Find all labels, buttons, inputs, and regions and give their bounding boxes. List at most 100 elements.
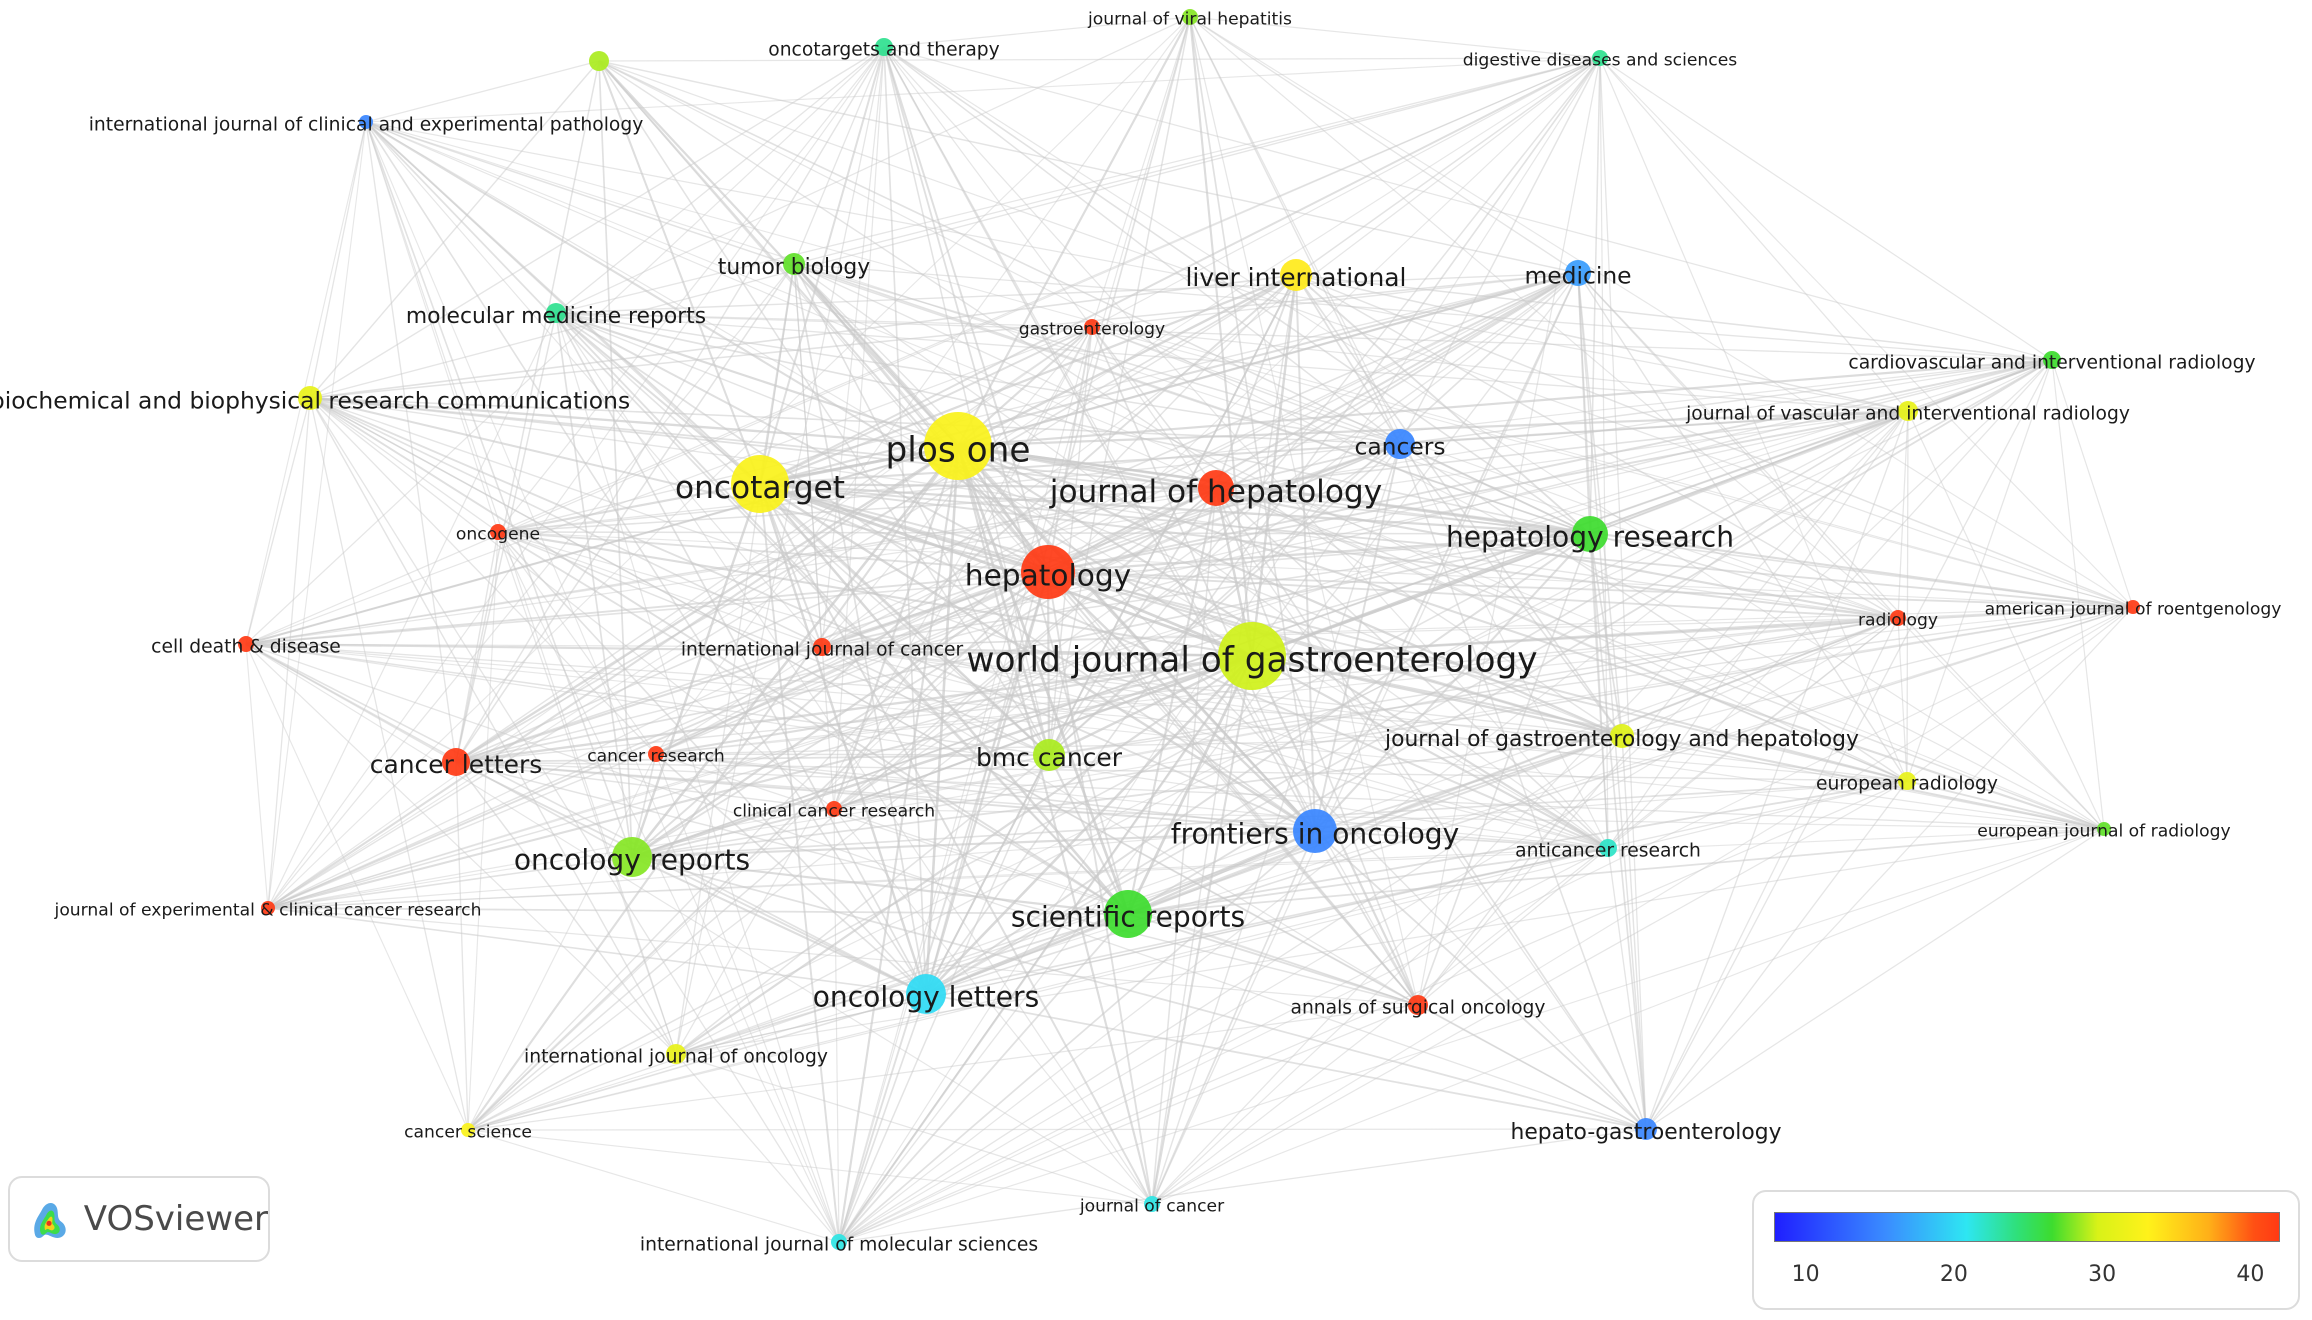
node-cell-death-and-disease[interactable] bbox=[238, 636, 254, 652]
label-hepato-gastroenterology[interactable]: hepato-gastroenterology bbox=[1511, 1120, 1782, 1145]
label-oncotarget[interactable]: oncotarget bbox=[675, 470, 845, 506]
node-anticancer-research[interactable] bbox=[1599, 839, 1617, 857]
label-world-journal-of-gastroenterology[interactable]: world journal of gastroenterology bbox=[966, 640, 1537, 680]
node-hepato-gastroenterology[interactable] bbox=[1635, 1118, 1657, 1140]
link-oncology-letters-cell-death-and-disease bbox=[245, 643, 927, 995]
node-world-journal-of-gastroenterology[interactable] bbox=[1218, 622, 1286, 690]
node-journal-of-cancer[interactable] bbox=[1144, 1196, 1160, 1212]
label-cancer-research[interactable]: cancer research bbox=[587, 747, 725, 767]
node-cancer-letters[interactable] bbox=[442, 748, 470, 776]
node-international-journal-of-molecular-sciences[interactable] bbox=[831, 1234, 847, 1250]
node-hepatology-research[interactable] bbox=[1572, 516, 1608, 552]
node-biochemical-and-biophysical-research-communications[interactable] bbox=[298, 386, 322, 410]
node-journal-of-experimental-and-clinical-cancer-research[interactable] bbox=[261, 901, 275, 915]
label-cardiovascular-and-interventional-radiology[interactable]: cardiovascular and interventional radiol… bbox=[1848, 352, 2255, 373]
link-cancer-science-hepato-gastroenterology bbox=[467, 1128, 1647, 1131]
label-european-radiology[interactable]: european radiology bbox=[1816, 773, 1998, 794]
label-cancer-letters[interactable]: cancer letters bbox=[370, 750, 543, 779]
node-cancer-research[interactable] bbox=[648, 746, 664, 762]
label-journal-of-hepatology[interactable]: journal of hepatology bbox=[1049, 474, 1382, 510]
node-cardiovascular-and-interventional-radiology[interactable] bbox=[2043, 351, 2061, 369]
label-anticancer-research[interactable]: anticancer research bbox=[1515, 840, 1701, 861]
node-tumor-biology[interactable] bbox=[783, 253, 805, 275]
label-journal-of-experimental-and-clinical-cancer-research[interactable]: journal of experimental & clinical cance… bbox=[54, 901, 482, 921]
label-oncotargets-and-therapy[interactable]: oncotargets and therapy bbox=[768, 39, 1000, 60]
node-oncotargets-and-therapy[interactable] bbox=[875, 38, 893, 56]
label-journal-of-vascular-and-interventional-radiology[interactable]: journal of vascular and interventional r… bbox=[1685, 403, 2130, 424]
label-biochemical-and-biophysical-research-communications[interactable]: biochemical and biophysical research com… bbox=[0, 387, 630, 415]
node-journal-of-hepatology[interactable] bbox=[1198, 470, 1234, 506]
label-international-journal-of-clinical-and-experimental-pathology[interactable]: international journal of clinical and ex… bbox=[89, 114, 644, 135]
node-frontiers-in-oncology[interactable] bbox=[1293, 809, 1337, 853]
label-international-journal-of-molecular-sciences[interactable]: international journal of molecular scien… bbox=[640, 1234, 1038, 1255]
link-cancer-letters-oncogene bbox=[455, 531, 499, 763]
node-oncology-reports[interactable] bbox=[612, 837, 652, 877]
node-bmc-cancer[interactable] bbox=[1033, 739, 1065, 771]
label-clinical-cancer-research[interactable]: clinical cancer research bbox=[733, 802, 935, 822]
node-american-journal-of-roentgenology[interactable] bbox=[2126, 600, 2140, 614]
link-journal-of-hepatology-cancers bbox=[1215, 443, 1401, 489]
node-international-journal-of-oncology[interactable] bbox=[666, 1044, 686, 1064]
label-oncology-reports[interactable]: oncology reports bbox=[514, 844, 750, 877]
label-european-journal-of-radiology[interactable]: european journal of radiology bbox=[1977, 822, 2230, 842]
label-journal-of-gastroenterology-and-hepatology[interactable]: journal of gastroenterology and hepatolo… bbox=[1384, 727, 1859, 752]
node-clinical-cancer-research[interactable] bbox=[826, 801, 842, 817]
node-unlabeled-green[interactable] bbox=[589, 51, 609, 71]
node-oncogene[interactable] bbox=[490, 524, 506, 540]
label-radiology[interactable]: radiology bbox=[1858, 611, 1938, 631]
node-journal-of-vascular-and-interventional-radiology[interactable] bbox=[1898, 401, 1918, 421]
link-oncogene-cancer-science bbox=[467, 531, 499, 1131]
node-oncology-letters[interactable] bbox=[906, 974, 946, 1014]
label-cancer-science[interactable]: cancer science bbox=[404, 1123, 532, 1143]
label-journal-of-viral-hepatitis[interactable]: journal of viral hepatitis bbox=[1087, 10, 1292, 30]
label-american-journal-of-roentgenology[interactable]: american journal of roentgenology bbox=[1985, 600, 2282, 620]
node-international-journal-of-cancer[interactable] bbox=[813, 638, 831, 656]
link-international-journal-of-cancer-anticancer-research bbox=[821, 646, 1609, 849]
label-scientific-reports[interactable]: scientific reports bbox=[1011, 901, 1245, 934]
label-journal-of-cancer[interactable]: journal of cancer bbox=[1079, 1197, 1225, 1217]
link-european-radiology-american-journal-of-roentgenology bbox=[1906, 606, 2134, 782]
node-gastroenterology[interactable] bbox=[1084, 319, 1100, 335]
label-bmc-cancer[interactable]: bmc cancer bbox=[976, 743, 1123, 772]
node-radiology[interactable] bbox=[1890, 610, 1906, 626]
node-scientific-reports[interactable] bbox=[1104, 890, 1152, 938]
node-european-radiology[interactable] bbox=[1898, 772, 1916, 790]
label-oncology-letters[interactable]: oncology letters bbox=[813, 981, 1039, 1014]
label-cancers[interactable]: cancers bbox=[1354, 433, 1445, 461]
label-international-journal-of-oncology[interactable]: international journal of oncology bbox=[524, 1046, 828, 1067]
label-frontiers-in-oncology[interactable]: frontiers in oncology bbox=[1171, 818, 1460, 851]
label-digestive-diseases-and-sciences[interactable]: digestive diseases and sciences bbox=[1463, 51, 1738, 71]
label-liver-international[interactable]: liver international bbox=[1185, 263, 1406, 292]
label-cell-death-and-disease[interactable]: cell death & disease bbox=[151, 636, 341, 657]
label-molecular-medicine-reports[interactable]: molecular medicine reports bbox=[406, 304, 706, 329]
node-annals-of-surgical-oncology[interactable] bbox=[1408, 995, 1428, 1015]
node-plos-one[interactable] bbox=[924, 412, 992, 480]
node-molecular-medicine-reports[interactable] bbox=[546, 303, 566, 323]
label-hepatology-research[interactable]: hepatology research bbox=[1446, 521, 1734, 554]
link-liver-international-journal-of-vascular-and-interventional-radiology bbox=[1295, 274, 1909, 412]
label-international-journal-of-cancer[interactable]: international journal of cancer bbox=[681, 639, 964, 660]
label-plos-one[interactable]: plos one bbox=[886, 430, 1031, 470]
node-medicine[interactable] bbox=[1565, 260, 1591, 286]
node-international-journal-of-clinical-and-experimental-pathology[interactable] bbox=[359, 115, 373, 129]
link-journal-of-gastroenterology-and-hepatology-american-journal-of-roentgenology bbox=[1621, 606, 2134, 737]
node-journal-of-viral-hepatitis[interactable] bbox=[1182, 9, 1198, 25]
node-oncotarget[interactable] bbox=[731, 455, 789, 513]
node-liver-international[interactable] bbox=[1280, 259, 1312, 291]
label-tumor-biology[interactable]: tumor biology bbox=[718, 255, 870, 280]
node-hepatology[interactable] bbox=[1021, 545, 1075, 599]
node-cancer-science[interactable] bbox=[461, 1123, 475, 1137]
link-liver-international-journal-of-experimental-and-clinical-cancer-research bbox=[267, 274, 1297, 909]
link-hepato-gastroenterology-european-journal-of-radiology bbox=[1645, 828, 2105, 1130]
link-international-journal-of-cancer-annals-of-surgical-oncology bbox=[821, 646, 1419, 1006]
node-european-journal-of-radiology[interactable] bbox=[2097, 822, 2111, 836]
label-gastroenterology[interactable]: gastroenterology bbox=[1019, 320, 1165, 340]
node-cancers[interactable] bbox=[1385, 429, 1415, 459]
label-medicine[interactable]: medicine bbox=[1524, 262, 1631, 290]
label-oncogene[interactable]: oncogene bbox=[456, 525, 540, 545]
node-digestive-diseases-and-sciences[interactable] bbox=[1592, 50, 1608, 66]
node-journal-of-gastroenterology-and-hepatology[interactable] bbox=[1610, 724, 1634, 748]
label-hepatology[interactable]: hepatology bbox=[965, 557, 1131, 592]
label-annals-of-surgical-oncology[interactable]: annals of surgical oncology bbox=[1290, 997, 1545, 1018]
link-hepatology-frontiers-in-oncology bbox=[1047, 571, 1316, 832]
